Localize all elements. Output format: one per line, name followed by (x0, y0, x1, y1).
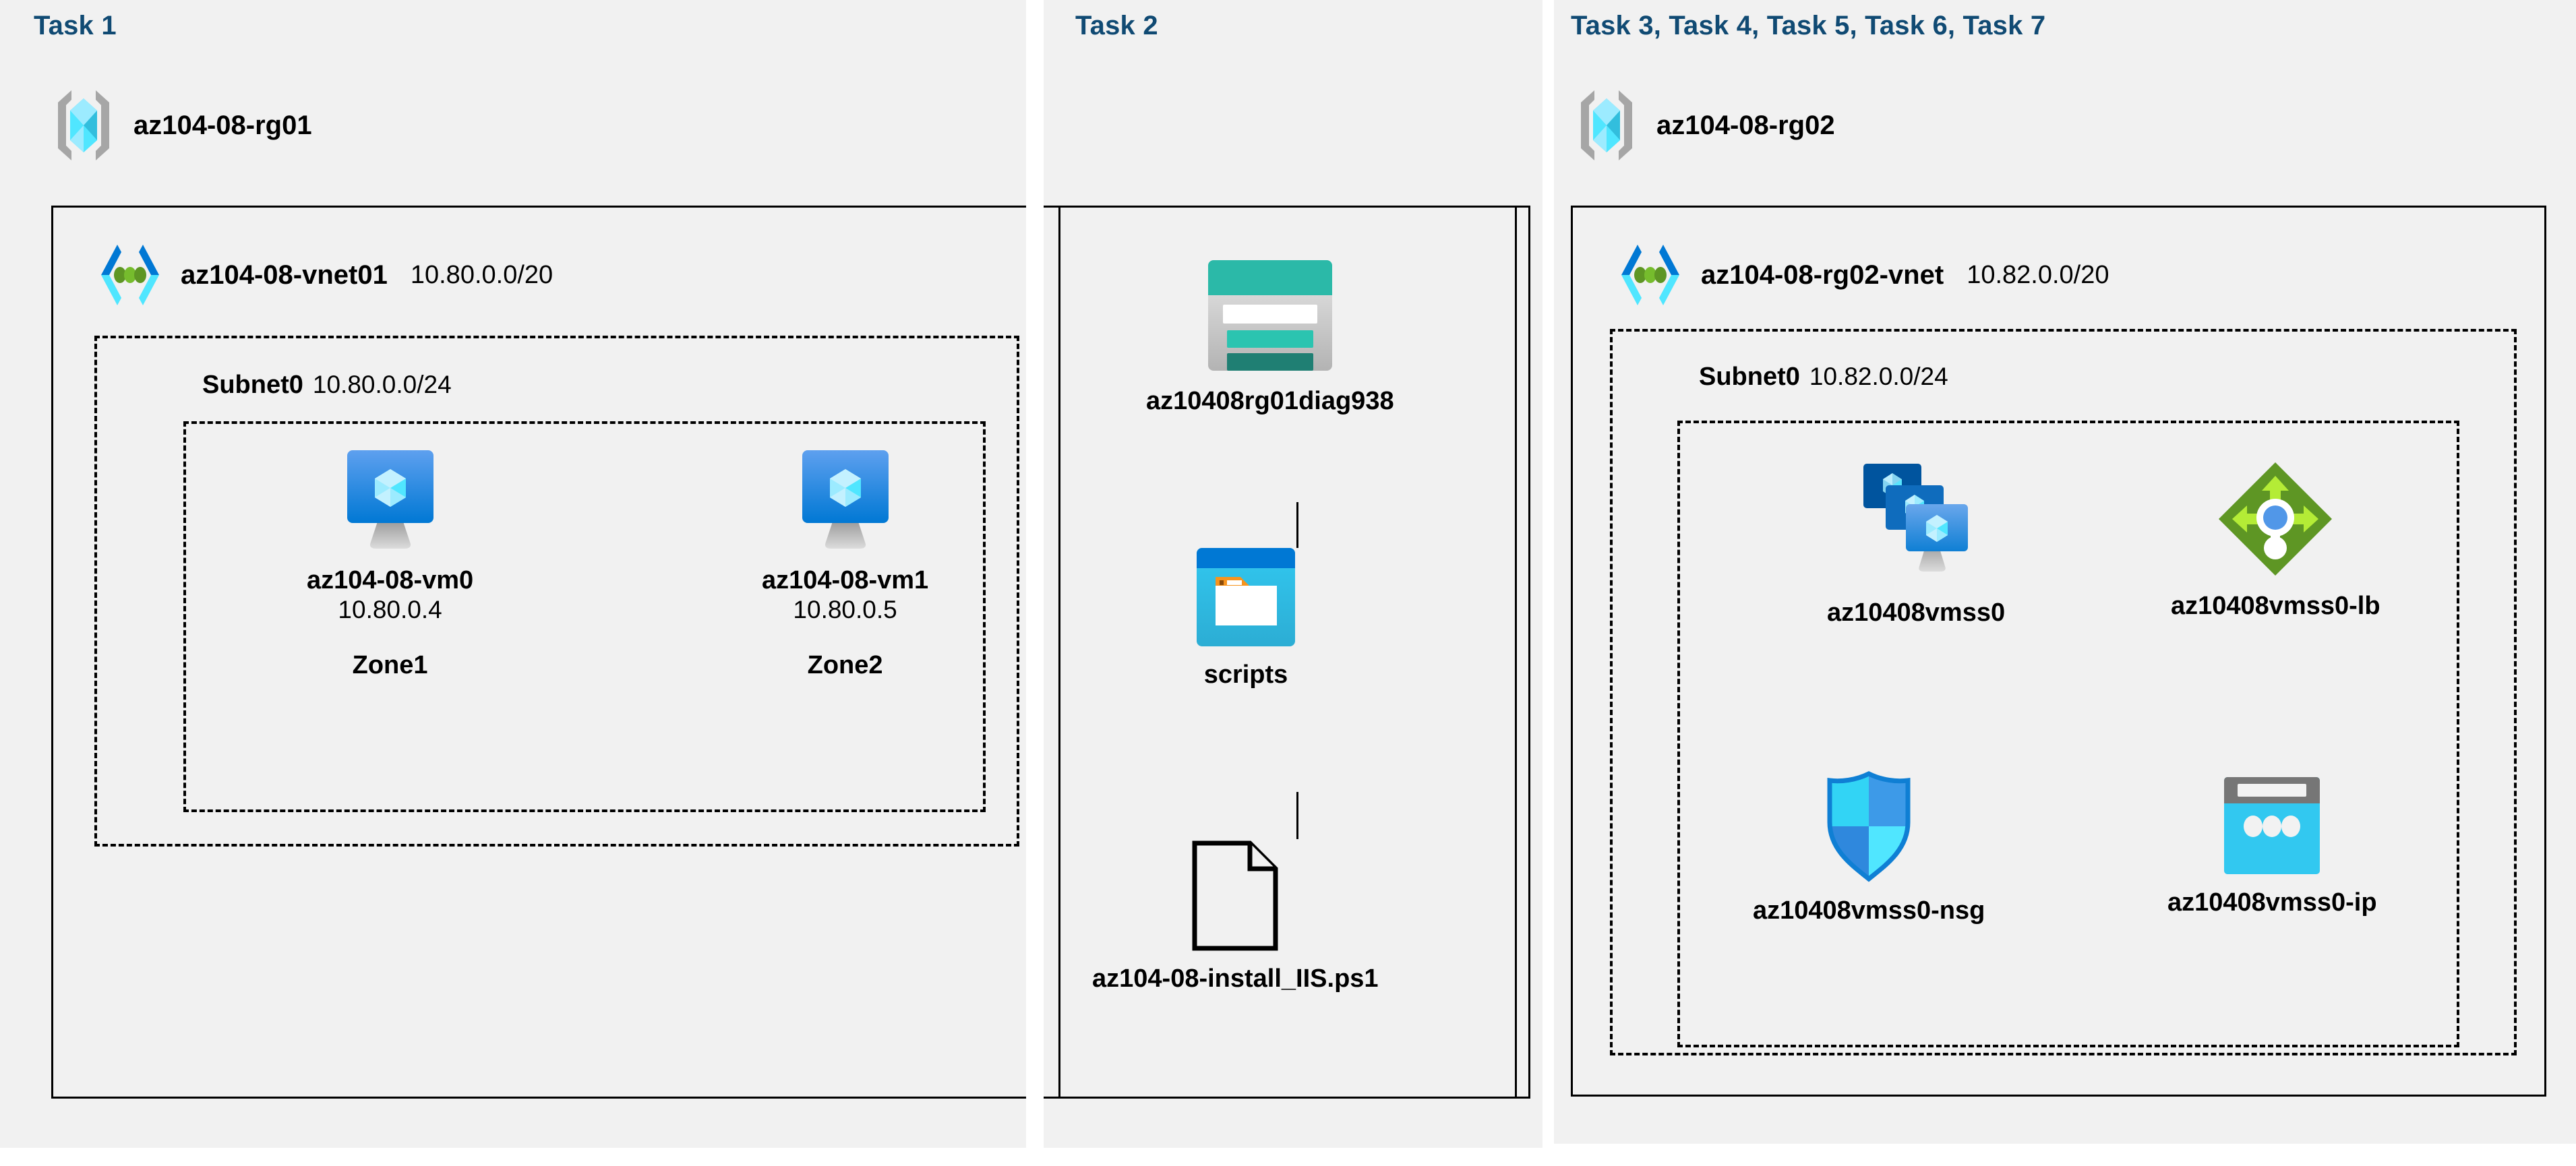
blob-container-node[interactable]: scripts (1195, 546, 1297, 690)
task2-heading: Task 2 (1075, 11, 1158, 40)
load-balancer-name: az10408vmss0-lb (2171, 592, 2380, 620)
virtual-machine-icon (340, 446, 441, 554)
resource-group-name: az104-08-rg02 (1656, 110, 1835, 140)
network-security-group-icon (1819, 768, 1919, 884)
vm-node-az104-08-vm1[interactable]: az104-08-vm1 10.80.0.5 Zone2 (762, 446, 928, 680)
column-gap-right (1542, 0, 1554, 1166)
document-file-icon (1191, 839, 1280, 952)
subnet-name: Subnet0 (1699, 363, 1800, 391)
vnet-name: az104-08-vnet01 (181, 259, 388, 290)
subnet0-label-vnet01: Subnet0 10.80.0.0/24 (202, 371, 452, 400)
vm-zone: Zone2 (807, 651, 883, 680)
nsg-name: az10408vmss0-nsg (1753, 896, 1985, 925)
storage-account-node[interactable]: az10408rg01diag938 (1146, 256, 1394, 417)
vmss-node[interactable]: az10408vmss0 (1827, 458, 2005, 628)
public-ip-address-icon (2222, 775, 2322, 876)
task1-heading: Task 1 (34, 11, 117, 40)
subnet-cidr: 10.80.0.0/24 (312, 371, 452, 398)
vnet02-label-row[interactable]: az104-08-rg02-vnet 10.82.0.0/20 (1615, 239, 2109, 311)
connector-storage-to-container (1296, 502, 1298, 548)
vm-name: az104-08-vm0 (307, 566, 474, 594)
nsg-node[interactable]: az10408vmss0-nsg (1753, 768, 1985, 926)
load-balancer-node[interactable]: az10408vmss0-lb (2171, 458, 2380, 621)
virtual-machine-icon (795, 446, 896, 554)
vm-scale-set-icon (1852, 458, 1980, 586)
resource-group-icon (1574, 88, 1639, 163)
virtual-network-icon (94, 239, 166, 311)
column-gap-left (1026, 0, 1044, 1166)
vmss-resources-box (1677, 421, 2459, 1047)
vm-ip-address: 10.80.0.5 (793, 595, 897, 623)
blob-container-icon (1195, 546, 1297, 648)
virtual-network-icon (1615, 239, 1686, 311)
vnet01-label-row[interactable]: az104-08-vnet01 10.80.0.0/20 (94, 239, 553, 311)
load-balancer-icon (2215, 458, 2336, 580)
task1-column-panel (0, 0, 1026, 1148)
script-file-name: az104-08-install_IIS.ps1 (1092, 964, 1379, 993)
vnet-cidr: 10.82.0.0/20 (1967, 260, 2109, 289)
subnet-name: Subnet0 (202, 371, 303, 399)
vm-node-az104-08-vm0[interactable]: az104-08-vm0 10.80.0.4 Zone1 (307, 446, 473, 680)
resource-group-rg02[interactable]: az104-08-rg02 (1574, 88, 1835, 163)
task2-boundary-box (1058, 206, 1530, 1099)
public-ip-node[interactable]: az10408vmss0-ip (2167, 775, 2377, 918)
vnet-cidr: 10.80.0.0/20 (410, 260, 553, 289)
resource-group-icon (51, 88, 116, 163)
subnet-cidr: 10.82.0.0/24 (1809, 363, 1948, 390)
resource-group-rg01[interactable]: az104-08-rg01 (51, 88, 312, 163)
blob-container-name: scripts (1203, 661, 1288, 689)
storage-account-icon (1204, 256, 1336, 375)
vnet-name: az104-08-rg02-vnet (1701, 259, 1944, 290)
subnet0-label-vnet02: Subnet0 10.82.0.0/24 (1699, 363, 1948, 392)
vmss-name: az10408vmss0 (1827, 599, 2006, 627)
vm-ip-address: 10.80.0.4 (338, 595, 442, 623)
resource-group-name: az104-08-rg01 (133, 110, 312, 140)
vnet01-boundary-box (51, 206, 1517, 1099)
vm-zone: Zone1 (352, 651, 428, 680)
storage-account-name: az10408rg01diag938 (1146, 387, 1394, 415)
task3-heading: Task 3, Task 4, Task 5, Task 6, Task 7 (1571, 11, 2046, 40)
vm-name: az104-08-vm1 (762, 566, 929, 594)
connector-container-to-file (1296, 792, 1298, 839)
subnet0-vnet02-box (1610, 329, 2517, 1055)
task3-column-panel (1554, 0, 2576, 1144)
script-file-node[interactable]: az104-08-install_IIS.ps1 (1092, 839, 1379, 994)
subnet0-vnet01-box (94, 336, 1019, 847)
vnet02-boundary-box (1571, 206, 2546, 1097)
public-ip-name: az10408vmss0-ip (2167, 888, 2377, 917)
availability-zones-box (183, 421, 986, 812)
